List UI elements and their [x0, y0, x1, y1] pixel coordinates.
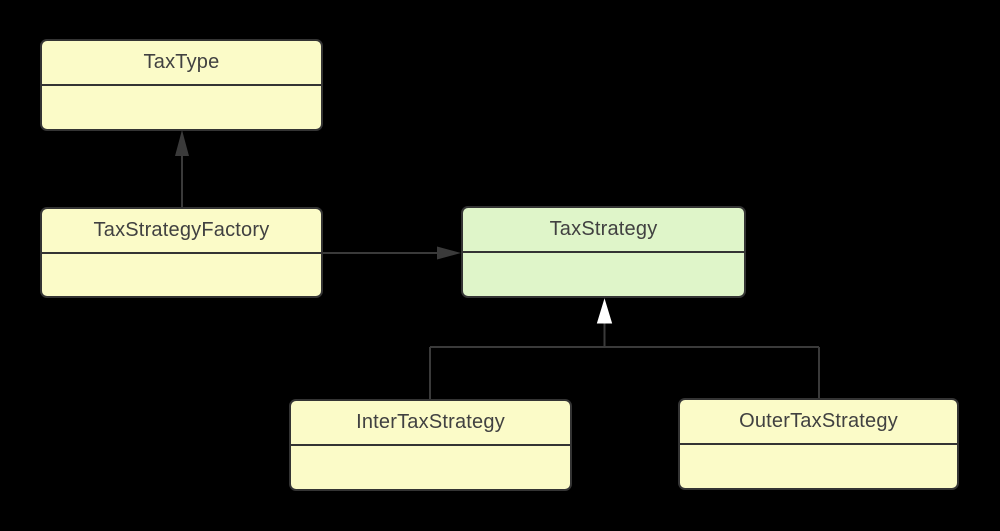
- edge-factory-to-taxstrategy[interactable]: [323, 246, 461, 260]
- class-attributes-compartment: [463, 253, 744, 296]
- class-attributes-compartment: [291, 446, 570, 489]
- filled-arrowhead-right-icon: [437, 246, 461, 260]
- class-box-intertaxstrategy[interactable]: InterTaxStrategy: [289, 399, 572, 491]
- class-box-taxtype[interactable]: TaxType: [40, 39, 323, 131]
- class-name-taxtype: TaxType: [42, 41, 321, 86]
- class-name-taxstrategyfactory: TaxStrategyFactory: [42, 209, 321, 254]
- hollow-triangle-arrowhead-icon: [596, 298, 613, 324]
- class-box-outertaxstrategy[interactable]: OuterTaxStrategy: [678, 398, 959, 490]
- class-name-intertaxstrategy: InterTaxStrategy: [291, 401, 570, 446]
- class-name-taxstrategy: TaxStrategy: [463, 208, 744, 253]
- class-name-outertaxstrategy: OuterTaxStrategy: [680, 400, 957, 445]
- class-box-taxstrategyfactory[interactable]: TaxStrategyFactory: [40, 207, 323, 298]
- class-attributes-compartment: [42, 254, 321, 296]
- edge-factory-to-taxtype[interactable]: [175, 130, 189, 207]
- class-attributes-compartment: [680, 445, 957, 488]
- class-attributes-compartment: [42, 86, 321, 129]
- edge-generalization-tree[interactable]: [429, 298, 820, 399]
- filled-arrowhead-up-icon: [175, 130, 189, 156]
- class-box-taxstrategy[interactable]: TaxStrategy: [461, 206, 746, 298]
